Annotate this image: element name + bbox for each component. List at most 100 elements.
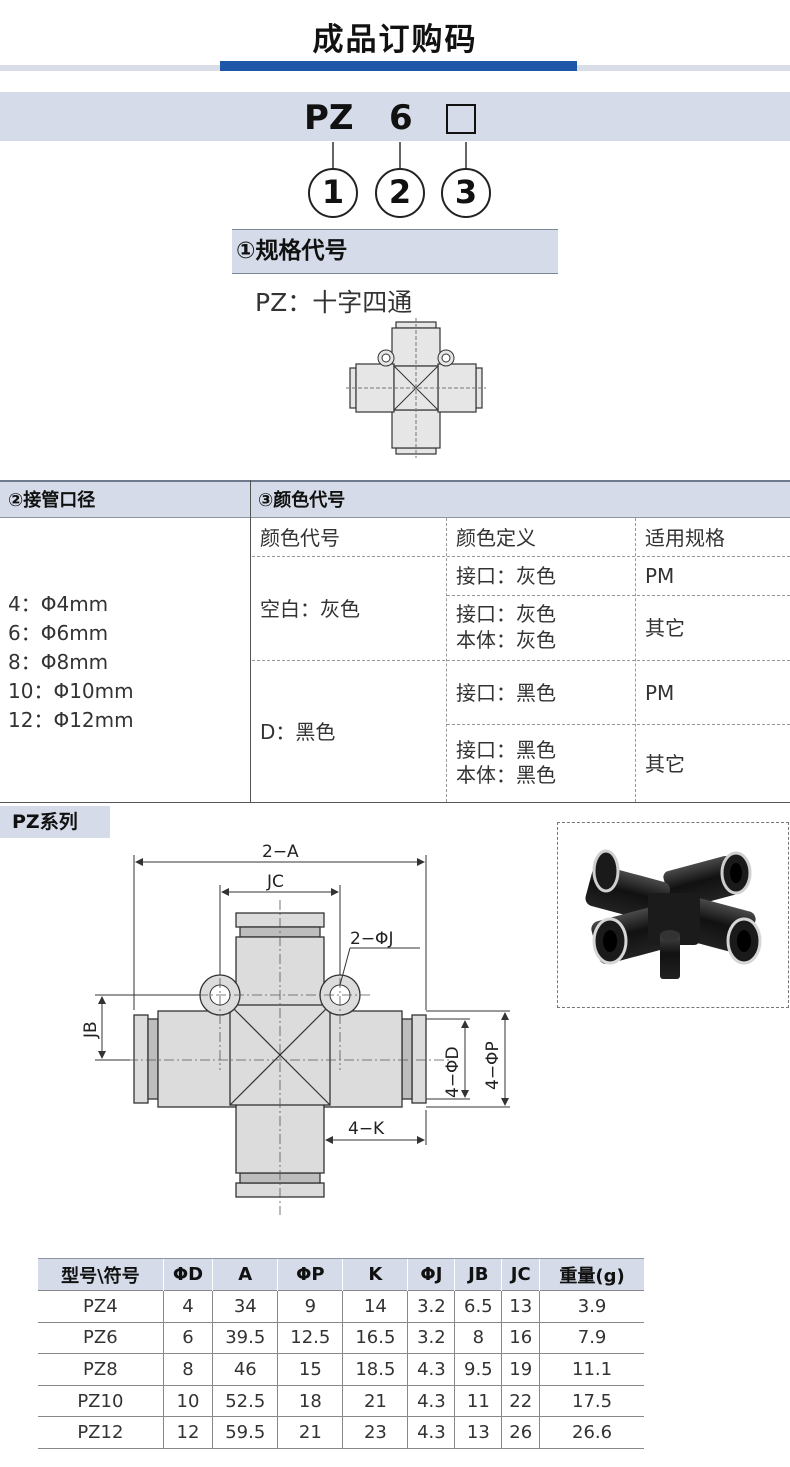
table-cell: 13 [454, 1416, 502, 1449]
dim-label-a: 2−A [262, 842, 299, 862]
color-col-header: 适用规格 [645, 526, 725, 550]
dim-table-header: A [212, 1258, 278, 1291]
size-option: 12：Φ12mm [8, 708, 134, 732]
dimension-drawing: 2−A JC 2−ΦJ JB 4−ΦD 4−ΦP 4−K [81, 842, 510, 1215]
table-cell: 4.3 [407, 1416, 455, 1449]
table-cell: 4.3 [407, 1384, 455, 1417]
table-cell: 19 [501, 1353, 540, 1386]
color-spec: 其它 [645, 752, 685, 776]
table-cell: PZ12 [38, 1416, 164, 1449]
color-code: D：黑色 [260, 720, 336, 744]
size-option: 8：Φ8mm [8, 650, 109, 674]
table-cell: 16 [501, 1321, 540, 1354]
table-cell: 10 [162, 1384, 213, 1417]
table-cell: 26 [501, 1416, 540, 1449]
color-definition: 接口：黑色 [456, 681, 556, 705]
table-cell: 11 [454, 1384, 502, 1417]
table-cell: 8 [162, 1353, 213, 1386]
table-cell: 26.6 [539, 1416, 644, 1449]
table-cell: 18.5 [342, 1353, 408, 1386]
table-cell: 16.5 [342, 1321, 408, 1354]
table-cell: 6 [162, 1321, 213, 1354]
series-label: PZ系列 [0, 806, 110, 838]
color-definition: 接口：黑色 [456, 738, 556, 762]
table-cell: 12 [162, 1416, 213, 1449]
dim-table-header: 型号\符号 [38, 1258, 164, 1291]
color-spec: PM [645, 681, 675, 705]
spec-heading: ①规格代号 [232, 229, 558, 274]
title-accent-bar [220, 61, 577, 71]
table-cell: 6.5 [454, 1290, 502, 1323]
code-marker-2: 2 [375, 168, 425, 218]
table-cell: 3.2 [407, 1321, 455, 1354]
page-title: 成品订购码 [312, 22, 478, 58]
table-cell: 8 [454, 1321, 502, 1354]
color-spec: PM [645, 564, 675, 588]
size-option: 10：Φ10mm [8, 679, 134, 703]
table-cell: 46 [212, 1353, 278, 1386]
size-heading: ②接管口径 [8, 490, 96, 511]
table-cell: 59.5 [212, 1416, 278, 1449]
code-leader-lines [332, 142, 467, 170]
dim-label-jc: JC [266, 872, 284, 892]
table-cell: 3.9 [539, 1290, 644, 1323]
color-definition: 本体：黑色 [456, 763, 556, 787]
table-cell: 4 [162, 1290, 213, 1323]
table-cell: 21 [277, 1416, 343, 1449]
table-cell: 3.2 [407, 1290, 455, 1323]
table-cell: 39.5 [212, 1321, 278, 1354]
dim-table-header: ΦD [162, 1258, 213, 1291]
table-cell: 14 [342, 1290, 408, 1323]
dim-label-j: 2−ΦJ [350, 929, 393, 949]
dim-table-header: K [342, 1258, 408, 1291]
product-photo-frame [557, 822, 789, 1008]
dim-label-p: 4−ΦP [483, 1041, 503, 1090]
table-cell: PZ6 [38, 1321, 164, 1354]
table-cell: 21 [342, 1384, 408, 1417]
dim-table-header: 重量(g) [539, 1258, 644, 1291]
code-size: 6 [389, 98, 413, 138]
table-cell: 9.5 [454, 1353, 502, 1386]
code-marker-3: 3 [441, 168, 491, 218]
table-cell: 7.9 [539, 1321, 644, 1354]
table-cell: 12.5 [277, 1321, 343, 1354]
table-cell: PZ4 [38, 1290, 164, 1323]
table-cell: 34 [212, 1290, 278, 1323]
cross-fitting-icon [346, 318, 486, 458]
color-definition: 本体：灰色 [456, 628, 556, 652]
dim-label-d: 4−ΦD [443, 1046, 463, 1098]
color-definition: 接口：灰色 [456, 564, 556, 588]
dim-label-jb: JB [81, 1021, 101, 1039]
color-col-header: 颜色定义 [456, 526, 536, 550]
table-cell: PZ10 [38, 1384, 164, 1417]
table-cell: 4.3 [407, 1353, 455, 1386]
dim-label-k: 4−K [348, 1119, 385, 1139]
color-col-header: 颜色代号 [260, 526, 340, 550]
dim-table-header: JB [454, 1258, 502, 1291]
table-cell: 17.5 [539, 1384, 644, 1417]
color-spec: 其它 [645, 616, 685, 640]
table-cell: 15 [277, 1353, 343, 1386]
table-cell: PZ8 [38, 1353, 164, 1386]
spec-text: PZ：十字四通 [255, 288, 413, 317]
dim-table-header: JC [501, 1258, 540, 1291]
order-code-band [0, 92, 790, 141]
table-cell: 18 [277, 1384, 343, 1417]
code-series: PZ [304, 98, 354, 138]
table-cell: 23 [342, 1416, 408, 1449]
size-option: 6：Φ6mm [8, 621, 109, 645]
table-cell: 13 [501, 1290, 540, 1323]
table-cell: 11.1 [539, 1353, 644, 1386]
table-cell: 9 [277, 1290, 343, 1323]
dim-table-header: ΦJ [407, 1258, 455, 1291]
code-color-placeholder [446, 104, 476, 134]
code-marker-1: 1 [308, 168, 358, 218]
dim-table-header: ΦP [277, 1258, 343, 1291]
size-option: 4：Φ4mm [8, 592, 109, 616]
options-table: ②接管口径 ③颜色代号 4：Φ4mm 6：Φ6mm 8：Φ8mm 10：Φ10m… [0, 480, 790, 803]
